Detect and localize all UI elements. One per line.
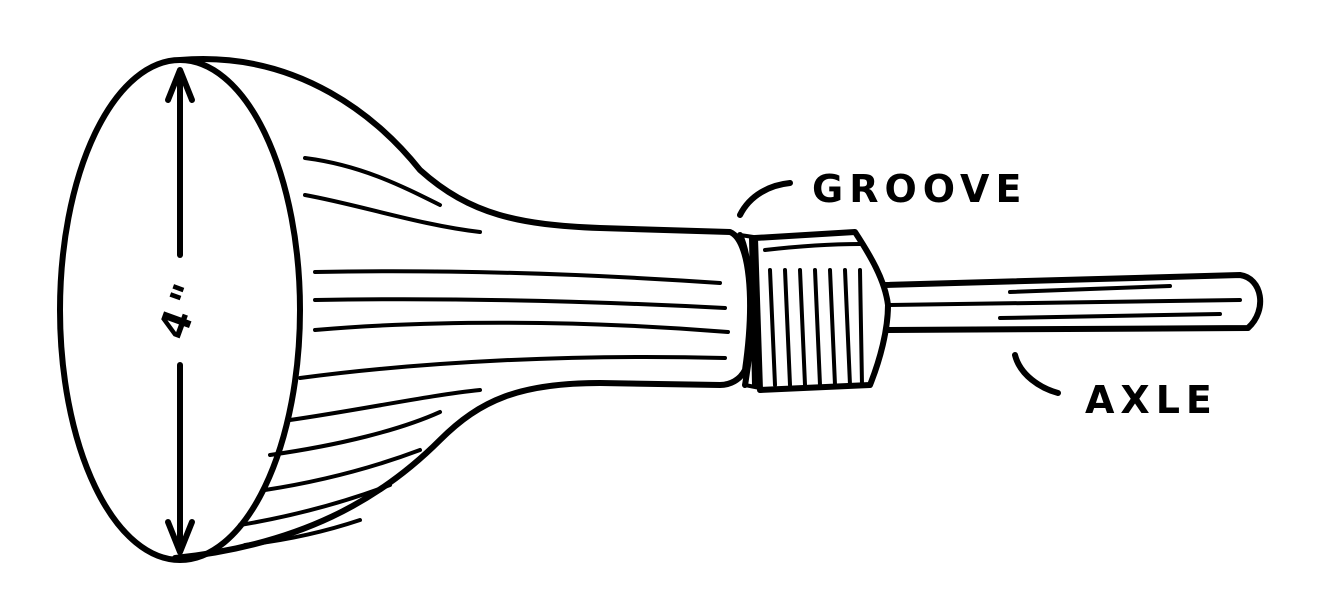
dimension-line xyxy=(165,67,195,555)
axle-shaft xyxy=(882,272,1264,333)
groove-label: GROOVE xyxy=(812,167,1027,211)
collar xyxy=(752,229,891,393)
flared-body-outline xyxy=(172,56,753,561)
groove-leader-line xyxy=(737,180,793,218)
dimension-label: 4" xyxy=(150,273,214,346)
wood-grain xyxy=(238,156,730,547)
axle-leader-line xyxy=(1012,352,1061,396)
axle-label: AXLE xyxy=(1085,378,1218,422)
